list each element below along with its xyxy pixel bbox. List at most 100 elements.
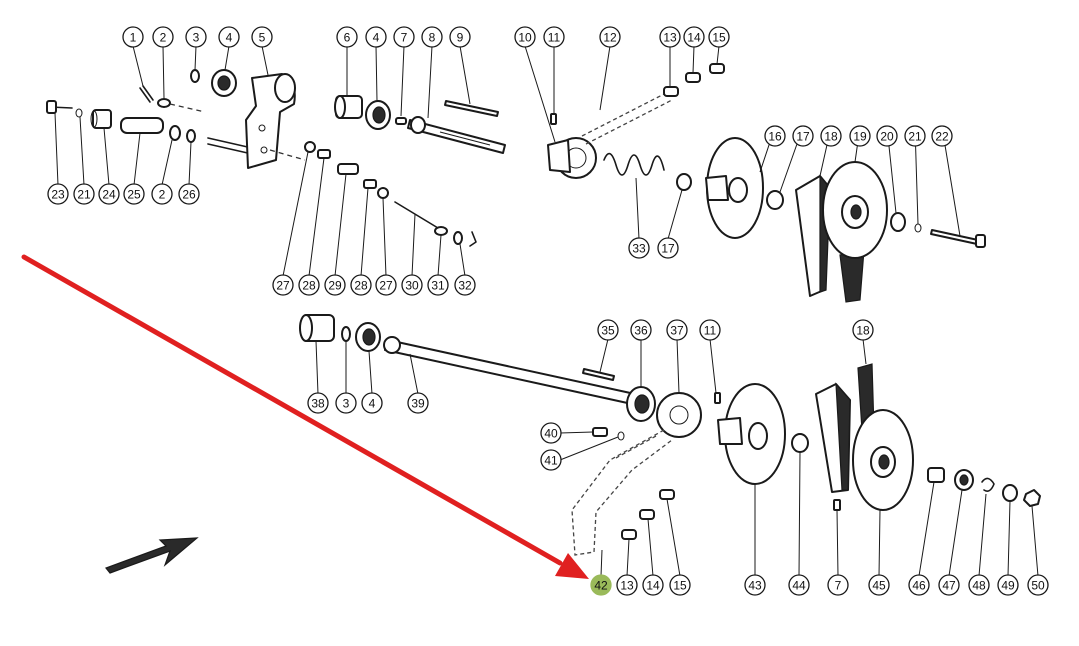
callout-circle	[298, 274, 320, 296]
callout-number: 1	[130, 31, 137, 45]
callout-circle	[407, 392, 429, 414]
callout-label-h7: 7	[827, 574, 849, 596]
callout-circle	[852, 319, 874, 341]
callout-number: 11	[548, 31, 561, 45]
callout-number: 42	[594, 579, 608, 593]
callout-circle	[997, 574, 1019, 596]
callout-number: 21	[908, 130, 922, 144]
callout-label-d5: 27	[375, 274, 397, 296]
callout-number: 2	[159, 188, 166, 202]
top-left-assembly	[46, 69, 306, 169]
callout-circle	[218, 26, 240, 48]
callout-label-a10: 9	[449, 26, 471, 48]
callout-number: 10	[518, 31, 532, 45]
callout-label-f2: 3	[335, 392, 357, 414]
callout-label-c7: 22	[931, 125, 953, 147]
callout-label-e2: 36	[630, 319, 652, 341]
callout-label-d1: 27	[272, 274, 294, 296]
callout-number: 7	[401, 31, 408, 45]
callout-circle	[938, 574, 960, 596]
callout-circle	[792, 125, 814, 147]
callout-label-h1: 42	[590, 574, 612, 596]
callout-circle	[744, 574, 766, 596]
callout-number: 13	[620, 579, 634, 593]
callout-label-b2: 21	[73, 183, 95, 205]
callout-label-d8: 32	[454, 274, 476, 296]
callout-circle	[666, 319, 688, 341]
callout-number: 19	[853, 130, 867, 144]
callout-number: 38	[311, 397, 325, 411]
callout-label-c2: 17	[792, 125, 814, 147]
callout-number: 15	[712, 31, 726, 45]
callout-label-h4: 15	[669, 574, 691, 596]
callout-circle	[122, 26, 144, 48]
callout-circle	[514, 26, 536, 48]
callout-label-d7: 31	[427, 274, 449, 296]
callout-number: 16	[768, 130, 782, 144]
callout-number: 3	[343, 397, 350, 411]
callout-number: 27	[379, 279, 393, 293]
callout-circle	[272, 274, 294, 296]
callout-number: 27	[276, 279, 290, 293]
callout-label-a11: 10	[514, 26, 536, 48]
red-pointer-arrow	[21, 254, 589, 579]
callout-label-a5: 5	[251, 26, 273, 48]
callout-circle	[590, 574, 612, 596]
callout-label-f4: 39	[407, 392, 429, 414]
callout-circle	[185, 26, 207, 48]
callout-label-e3: 37	[666, 319, 688, 341]
callout-circle	[968, 574, 990, 596]
callout-circle	[827, 574, 849, 596]
callout-label-h3: 14	[642, 574, 664, 596]
callout-label-a13: 12	[599, 26, 621, 48]
callout-number: 26	[182, 188, 196, 202]
callout-number: 41	[544, 454, 558, 468]
direction-arrow-icon	[105, 537, 199, 574]
callout-label-c4: 19	[849, 125, 871, 147]
callout-circle	[904, 125, 926, 147]
callout-circle	[849, 125, 871, 147]
callout-label-h11: 48	[968, 574, 990, 596]
callout-label-b3: 24	[98, 183, 120, 205]
callout-number: 5	[259, 31, 266, 45]
callout-label-b5: 2	[151, 183, 173, 205]
callout-number: 2	[160, 31, 167, 45]
linkage-fasteners	[304, 141, 477, 247]
callout-circle	[630, 319, 652, 341]
callout-label-h10: 47	[938, 574, 960, 596]
callout-number: 39	[411, 397, 425, 411]
top-middle-shaft	[334, 95, 506, 154]
callout-circle	[931, 125, 953, 147]
callout-label-d2: 28	[298, 274, 320, 296]
callout-number: 4	[373, 31, 380, 45]
callout-circle	[365, 26, 387, 48]
callout-number: 8	[429, 31, 436, 45]
callout-circle	[597, 319, 619, 341]
callout-circle	[683, 26, 705, 48]
callout-circle	[820, 125, 842, 147]
callout-circle	[307, 392, 329, 414]
callout-label-g2: 41	[540, 449, 562, 471]
callout-circle	[454, 274, 476, 296]
callout-label-a7: 4	[365, 26, 387, 48]
callout-circle	[361, 392, 383, 414]
callout-circle	[657, 237, 679, 259]
callout-circle	[1027, 574, 1049, 596]
callout-label-a3: 3	[185, 26, 207, 48]
callout-label-d6: 30	[401, 274, 423, 296]
callout-label-a2: 2	[152, 26, 174, 48]
callout-number: 48	[972, 579, 986, 593]
callout-label-h8: 45	[868, 574, 890, 596]
callout-circle	[401, 274, 423, 296]
callout-label-c9: 17	[657, 237, 679, 259]
callout-number: 4	[369, 397, 376, 411]
callout-circle	[449, 26, 471, 48]
callout-label-c3: 18	[820, 125, 842, 147]
callout-label-d4: 28	[350, 274, 372, 296]
callout-circle	[908, 574, 930, 596]
callout-label-a6: 6	[336, 26, 358, 48]
callout-number: 25	[127, 188, 141, 202]
callout-number: 12	[603, 31, 617, 45]
callout-number: 33	[632, 242, 646, 256]
